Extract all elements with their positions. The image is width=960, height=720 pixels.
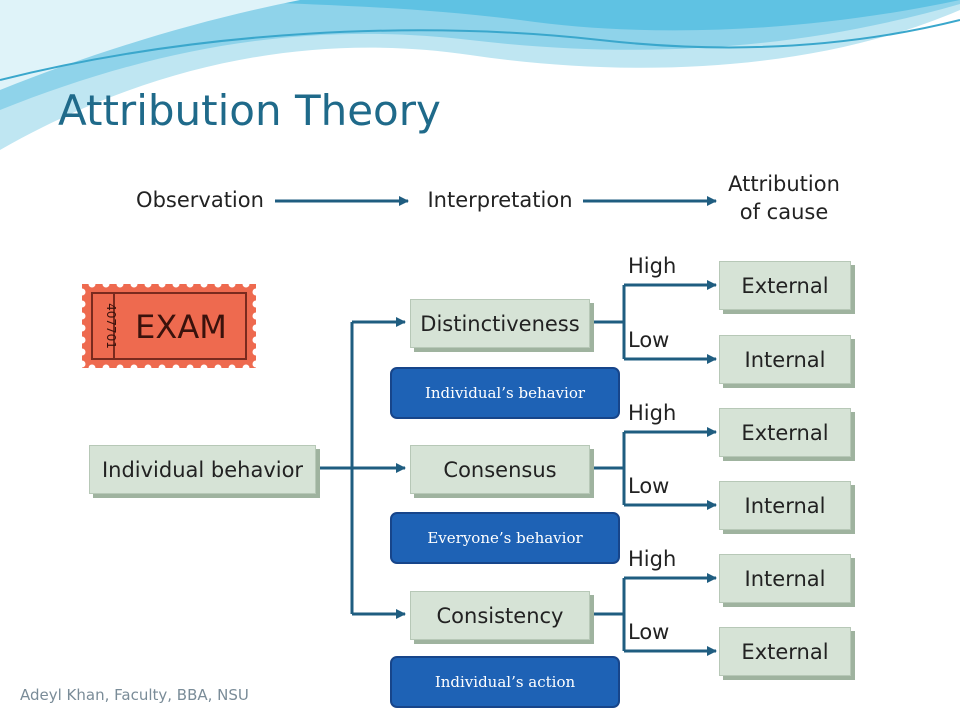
result-box-consistency-high: Internal xyxy=(719,554,851,603)
branch-label-low: Low xyxy=(628,620,670,644)
result-box-distinctiveness-low: Internal xyxy=(719,335,851,384)
branch-label-low: Low xyxy=(628,328,670,352)
branch-consistency xyxy=(590,573,717,656)
slide-footer: Adeyl Khan, Faculty, BBA, NSU xyxy=(20,686,249,704)
note-everyones-behavior: Everyone’s behavior xyxy=(390,512,620,564)
branch-label-high: High xyxy=(628,254,677,278)
branch-consensus xyxy=(590,427,717,510)
branch-label-high: High xyxy=(628,401,677,425)
criterion-box-consensus: Consensus xyxy=(410,445,590,494)
criterion-box-consistency: Consistency xyxy=(410,591,590,640)
branch-label-high: High xyxy=(628,547,677,571)
flow-label-attribution: Attribution of cause xyxy=(720,170,848,226)
flow-label-attribution-line2: of cause xyxy=(739,200,829,224)
branch-distinctiveness xyxy=(590,280,717,364)
ticket-word: EXAM xyxy=(135,308,227,346)
exam-ticket-icon: 407701 EXAM xyxy=(78,280,260,372)
result-box-distinctiveness-high: External xyxy=(719,261,851,310)
flow-label-attribution-line1: Attribution xyxy=(728,172,840,196)
criterion-box-distinctiveness: Distinctiveness xyxy=(410,299,590,348)
note-individuals-behavior: Individual’s behavior xyxy=(390,367,620,419)
root-box-individual-behavior: Individual behavior xyxy=(89,445,316,494)
result-box-consistency-low: External xyxy=(719,627,851,676)
result-box-consensus-high: External xyxy=(719,408,851,457)
note-individuals-action: Individual’s action xyxy=(390,656,620,708)
page-title: Attribution Theory xyxy=(58,86,441,135)
branch-label-low: Low xyxy=(628,474,670,498)
ticket-serial: 407701 xyxy=(104,303,118,349)
flow-label-interpretation: Interpretation xyxy=(427,188,573,212)
flow-label-observation: Observation xyxy=(136,188,264,212)
header-wave-decoration xyxy=(0,0,960,150)
result-box-consensus-low: Internal xyxy=(719,481,851,530)
